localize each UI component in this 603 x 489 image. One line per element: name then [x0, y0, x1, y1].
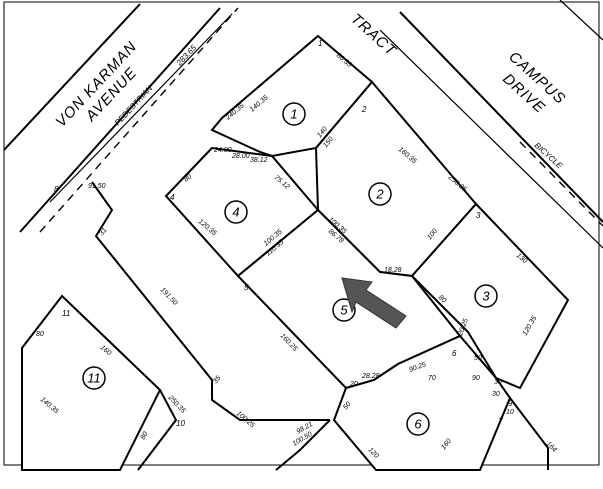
svg-text:11: 11 [87, 371, 101, 386]
top-right-edge [559, 0, 603, 41]
corner-9: 9 [508, 399, 513, 408]
lot-label-6: 6 [406, 412, 430, 436]
svg-text:30: 30 [494, 379, 502, 386]
lot-boundary-right [509, 397, 549, 470]
svg-text:28.28: 28.28 [361, 373, 380, 380]
lot-label-4: 4 [224, 200, 248, 224]
campus-drive-lower-line [379, 29, 603, 249]
lot-label-3: 3 [474, 284, 498, 308]
svg-text:3: 3 [482, 289, 490, 304]
svg-text:35: 35 [212, 375, 222, 386]
svg-text:4: 4 [232, 205, 239, 220]
svg-text:91.50: 91.50 [88, 183, 106, 190]
lot-label-1: 1 [282, 102, 306, 126]
svg-text:80: 80 [183, 173, 194, 183]
corner-6: 6 [452, 349, 457, 358]
svg-text:24.00: 24.00 [213, 147, 232, 154]
svg-text:1: 1 [290, 107, 297, 122]
corner-2: 2 [361, 105, 367, 114]
lot-6[interactable] [332, 334, 512, 471]
corner-10: 10 [176, 419, 185, 428]
corner-5: 5 [244, 283, 249, 292]
corner-3: 3 [476, 211, 481, 220]
svg-text:18.28: 18.28 [384, 267, 402, 274]
svg-text:250.35: 250.35 [166, 394, 187, 415]
svg-text:2: 2 [375, 187, 384, 202]
von-karman-frontage [91, 181, 330, 421]
map-border [3, 1, 600, 466]
von-karman-upper-line [3, 3, 141, 151]
svg-text:38.12: 38.12 [250, 157, 268, 164]
lot-label-11: 11 [82, 366, 106, 390]
svg-text:6: 6 [414, 417, 422, 432]
von-karman-lower-line [19, 7, 221, 233]
corner-1: 1 [318, 39, 322, 48]
corner-11: 11 [62, 309, 70, 318]
svg-text:80: 80 [36, 331, 44, 338]
svg-text:50: 50 [474, 355, 482, 362]
pedestrian-line [49, 13, 233, 203]
svg-text:5: 5 [340, 303, 348, 318]
svg-text:31: 31 [98, 227, 108, 238]
svg-text:20: 20 [349, 381, 358, 388]
svg-text:50: 50 [342, 401, 352, 412]
svg-text:90: 90 [472, 375, 480, 382]
corner-4: 4 [170, 193, 175, 202]
street-label-tract: TRACT [347, 10, 400, 60]
svg-text:70: 70 [428, 375, 436, 382]
svg-text:28.00: 28.00 [231, 153, 250, 160]
svg-text:10: 10 [506, 409, 514, 416]
corner-8: 8 [54, 185, 59, 194]
arrow-icon [341, 277, 407, 329]
von-karman-dashed-line [39, 7, 239, 233]
svg-text:30: 30 [492, 391, 500, 398]
campus-drive-upper-line [399, 11, 603, 223]
svg-text:80: 80 [140, 431, 150, 441]
lot-label-2: 2 [368, 182, 392, 206]
lot-boundary-10 [137, 389, 178, 471]
svg-text:191.50: 191.50 [159, 287, 179, 307]
bicycle-dashed-line [519, 141, 603, 227]
svg-text:80: 80 [437, 294, 448, 304]
svg-text:164: 164 [545, 441, 558, 454]
corner-7: 7 [498, 417, 503, 426]
lot-boundary-lower [275, 419, 331, 471]
